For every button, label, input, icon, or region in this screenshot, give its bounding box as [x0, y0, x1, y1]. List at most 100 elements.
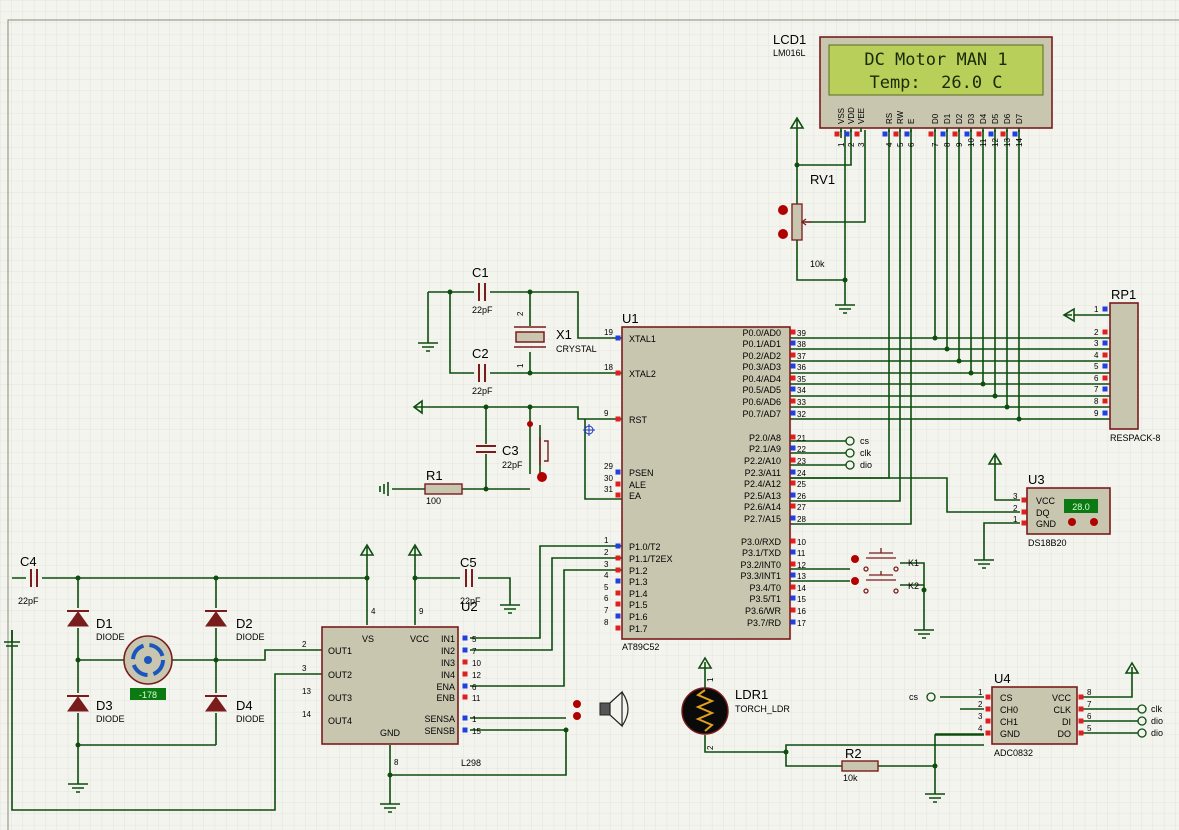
u4-pin-state[interactable] [1078, 706, 1084, 712]
u1-pin-state[interactable] [790, 492, 796, 498]
u3-pin-state[interactable] [1021, 509, 1027, 515]
u1-pin-state[interactable] [790, 386, 796, 392]
lcd-pin-state[interactable] [976, 131, 982, 137]
u1-pin-state[interactable] [790, 584, 796, 590]
lcd-pin-state[interactable] [882, 131, 888, 137]
u4-pin-state[interactable] [985, 694, 991, 700]
u1-pin-state[interactable] [615, 370, 621, 376]
capacitor-c3[interactable] [476, 445, 496, 453]
u1-pin-state[interactable] [790, 561, 796, 567]
lcd-pin-state[interactable] [904, 131, 910, 137]
buzzer[interactable] [573, 690, 629, 728]
u1-pin-state[interactable] [790, 538, 796, 544]
u1-pin-state[interactable] [790, 410, 796, 416]
u3-pin-state[interactable] [1021, 497, 1027, 503]
lcd-pin-state[interactable] [893, 131, 899, 137]
u4-pin-state[interactable] [1078, 730, 1084, 736]
lcd-pin-state[interactable] [834, 131, 840, 137]
capacitor-c2[interactable] [478, 364, 486, 382]
u4-pin-state[interactable] [1078, 694, 1084, 700]
u3-pin-state[interactable] [1021, 520, 1027, 526]
u2-pin-state[interactable] [462, 671, 468, 677]
rp1-pin-state[interactable] [1102, 363, 1108, 369]
u2-pin-state[interactable] [462, 694, 468, 700]
u4-pin-state[interactable] [985, 706, 991, 712]
u2-pin-state[interactable] [462, 659, 468, 665]
u1-pin-state[interactable] [790, 619, 796, 625]
capacitor-c4[interactable] [30, 569, 38, 587]
lcd-pin-state[interactable] [854, 131, 860, 137]
u1-pin-state[interactable] [615, 469, 621, 475]
u1-pin-state[interactable] [615, 555, 621, 561]
lcd-display[interactable]: DC Motor MAN 1 Temp: 26.0 C VSS1VDD2VEE3… [819, 36, 1053, 147]
ldr-sensor[interactable] [681, 687, 729, 735]
u1-pin-state[interactable] [615, 543, 621, 549]
diode-d3[interactable] [67, 695, 89, 712]
u1-pin-state[interactable] [790, 480, 796, 486]
u2-pin-state[interactable] [462, 683, 468, 689]
lcd-pin-state[interactable] [844, 131, 850, 137]
u1-pin-state[interactable] [615, 601, 621, 607]
resistor-r1[interactable] [424, 483, 463, 495]
u1-pin-state[interactable] [790, 469, 796, 475]
probe-crosshair-icon[interactable] [583, 424, 595, 436]
u1-pin-state[interactable] [790, 503, 796, 509]
u1-pin-state[interactable] [790, 595, 796, 601]
rp1-pin-state[interactable] [1102, 386, 1108, 392]
u1-pin-state[interactable] [615, 481, 621, 487]
u1-pin-state[interactable] [615, 335, 621, 341]
lcd-pin-state[interactable] [940, 131, 946, 137]
u1-pin-state[interactable] [615, 625, 621, 631]
microcontroller-u1[interactable]: 19XTAL118XTAL29RST29PSEN30ALE31EA1P1.0/T… [604, 326, 806, 640]
lcd-pin-state[interactable] [1012, 131, 1018, 137]
rp1-pin-state[interactable] [1102, 329, 1108, 335]
u1-pin-state[interactable] [790, 457, 796, 463]
rp1-pin-state[interactable] [1102, 375, 1108, 381]
u1-pin-state[interactable] [615, 590, 621, 596]
u1-pin-state[interactable] [790, 607, 796, 613]
u1-pin-state[interactable] [790, 375, 796, 381]
lcd-pin-state[interactable] [928, 131, 934, 137]
key-k1[interactable] [851, 548, 899, 572]
capacitor-c1[interactable] [478, 283, 486, 301]
u4-pin-state[interactable] [985, 730, 991, 736]
u2-pin-state[interactable] [462, 635, 468, 641]
rv1-inc-icon[interactable] [778, 205, 788, 215]
u3-dec-icon[interactable] [1068, 518, 1076, 526]
potentiometer-rv1[interactable] [778, 203, 812, 241]
lcd-pin-state[interactable] [1000, 131, 1006, 137]
diode-d4[interactable] [205, 695, 227, 712]
u3-inc-icon[interactable] [1090, 518, 1098, 526]
rp1-pin-state[interactable] [1102, 410, 1108, 416]
u2-pin-state[interactable] [462, 715, 468, 721]
u2-pin-state[interactable] [462, 727, 468, 733]
reset-button[interactable] [527, 421, 549, 482]
u1-pin-state[interactable] [615, 567, 621, 573]
diode-d2[interactable] [205, 610, 227, 627]
lcd-pin-state[interactable] [964, 131, 970, 137]
u1-pin-state[interactable] [615, 613, 621, 619]
u1-pin-state[interactable] [790, 329, 796, 335]
rv1-dec-icon[interactable] [778, 229, 788, 239]
u1-pin-state[interactable] [790, 352, 796, 358]
key-k2[interactable] [851, 571, 899, 594]
rp1-pin-state[interactable] [1102, 306, 1108, 312]
lcd-pin-state[interactable] [952, 131, 958, 137]
u1-pin-state[interactable] [790, 434, 796, 440]
rp1-pin-state[interactable] [1102, 352, 1108, 358]
rp1-pin-state[interactable] [1102, 398, 1108, 404]
u1-pin-state[interactable] [615, 492, 621, 498]
crystal-x1[interactable] [514, 326, 546, 348]
u1-pin-state[interactable] [790, 515, 796, 521]
u1-pin-state[interactable] [790, 445, 796, 451]
u1-pin-state[interactable] [615, 578, 621, 584]
u2-pin-state[interactable] [462, 647, 468, 653]
u4-pin-state[interactable] [985, 718, 991, 724]
u1-pin-state[interactable] [790, 549, 796, 555]
lcd-pin-state[interactable] [988, 131, 994, 137]
u4-pin-state[interactable] [1078, 718, 1084, 724]
u1-pin-state[interactable] [790, 340, 796, 346]
u1-pin-state[interactable] [790, 363, 796, 369]
